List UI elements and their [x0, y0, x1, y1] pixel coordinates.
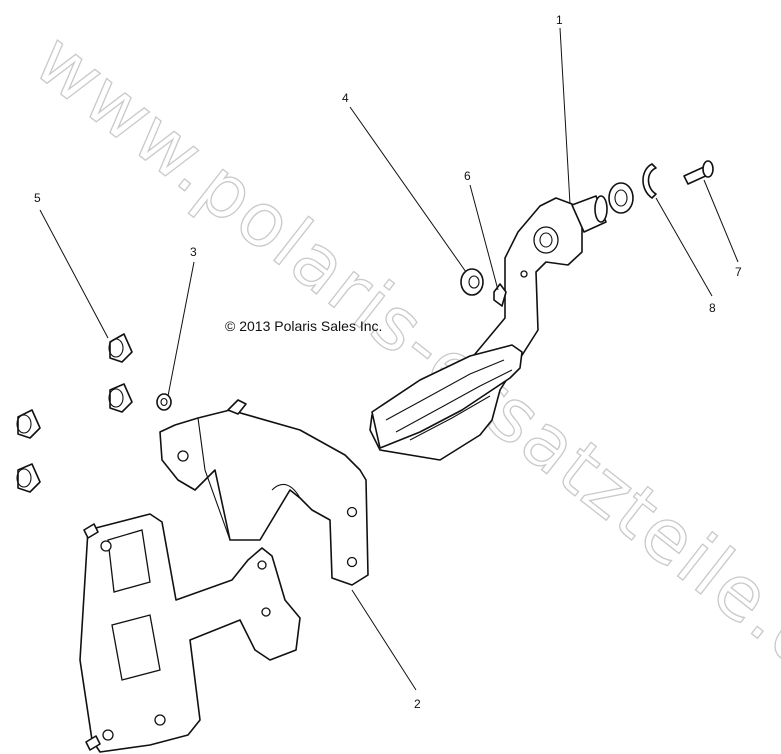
- part-3-washer: [156, 393, 172, 411]
- part-5-grommets: [16, 333, 133, 493]
- part-6-clip: [493, 283, 507, 307]
- part-8-eclip: [642, 163, 657, 199]
- leader-lines: [39, 27, 739, 691]
- part-4-washer: [460, 268, 484, 296]
- callout-6: 6: [464, 169, 471, 183]
- callout-7: 7: [735, 265, 742, 279]
- callout-2: 2: [414, 697, 421, 711]
- callout-4: 4: [342, 91, 349, 105]
- part-1-pedal: [369, 195, 608, 461]
- callout-1: 1: [556, 13, 563, 27]
- callout-5: 5: [34, 191, 41, 205]
- copyright-text: © 2013 Polaris Sales Inc.: [225, 318, 382, 334]
- part-bushing: [608, 182, 634, 214]
- part-2-bracket: [79, 399, 369, 753]
- callout-3: 3: [190, 245, 197, 259]
- part-7-pin: [683, 160, 714, 185]
- callout-8: 8: [709, 301, 716, 315]
